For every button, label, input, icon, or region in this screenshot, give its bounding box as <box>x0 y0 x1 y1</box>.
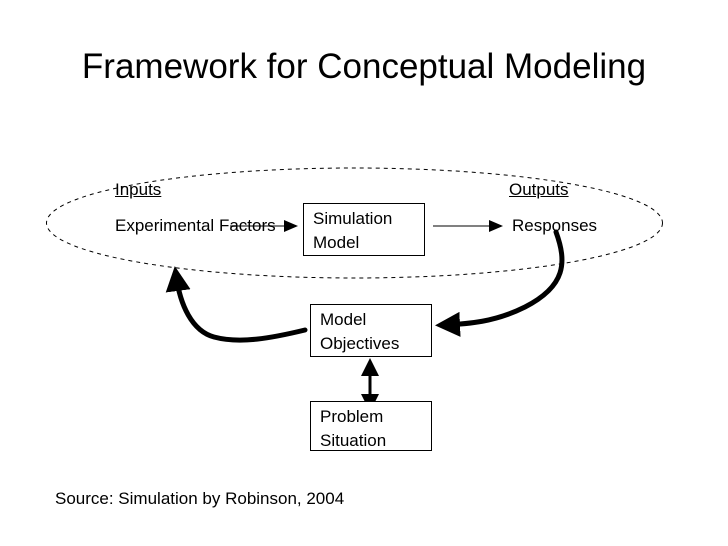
label-experimental-factors-line2: Factors <box>218 216 276 235</box>
region-label-outputs: Outputs <box>509 180 569 199</box>
system-boundary-ellipse <box>46 167 663 279</box>
node-model-objectives-line2: Objectives <box>320 334 400 353</box>
node-simulation-model[interactable]: Simulation Model <box>303 203 425 256</box>
node-problem-situation[interactable]: Problem Situation <box>310 401 432 451</box>
node-simulation-model-line1: Simulation <box>313 209 393 228</box>
label-experimental-factors-line1: Experimental <box>115 216 215 235</box>
node-model-objectives[interactable]: Model Objectives <box>310 304 432 357</box>
region-label-inputs: Inputs <box>115 180 162 199</box>
node-simulation-model-line2: Model <box>313 233 360 252</box>
page-title: Framework for Conceptual Modeling <box>81 47 647 87</box>
node-model-objectives-line1: Model <box>320 310 367 329</box>
node-problem-situation-line2: Situation <box>320 431 387 450</box>
node-problem-situation-line1: Problem <box>320 407 384 426</box>
label-responses: Responses <box>512 216 598 235</box>
label-experimental-factors: Experimental Factors <box>115 214 276 238</box>
connector-model-objectives-to-experimental-factors <box>165 266 308 343</box>
source-note: Source: Simulation by Robinson, 2004 <box>55 489 345 508</box>
connector-responses-to-model-objectives <box>435 229 565 337</box>
